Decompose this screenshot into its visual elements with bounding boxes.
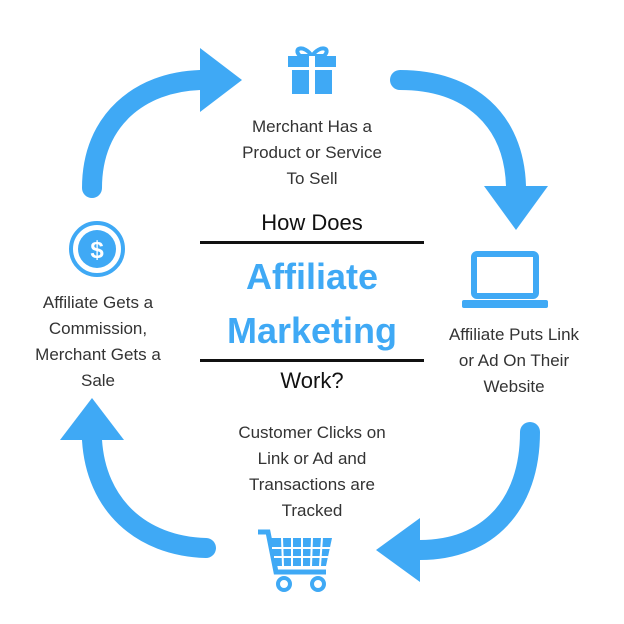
title-how-does: How Does [261,210,363,235]
title-top-rule [200,241,424,244]
gift-icon [288,46,336,94]
title-marketing: Marketing [226,310,398,351]
step-affiliate-gets-commission: Affiliate Gets a Commission, Merchant Ge… [35,293,161,390]
arrow-top-left [82,70,210,198]
step-customer-clicks: Customer Clicks on Link or Ad and Transa… [238,423,386,520]
dollar-coin-icon: $ [69,221,125,277]
title-affiliate: Affiliate [245,256,378,297]
arrowhead-top-left [200,48,242,112]
arrow-top-right [390,70,526,196]
laptop-icon [462,251,548,308]
title-bottom-rule [200,359,424,362]
arrowhead-bottom-right [376,518,420,582]
arrow-bottom-left [82,430,216,558]
step-merchant-has-product: Merchant Has a Product or Service To Sel… [242,117,382,188]
arrow-bottom-right [410,422,540,560]
shopping-cart-icon [258,529,332,592]
step-affiliate-puts-link: Affiliate Puts Link or Ad On Their Websi… [448,325,580,396]
arrowhead-top-right [484,186,548,230]
arrowhead-bottom-left [60,398,124,440]
svg-text:$: $ [90,237,104,264]
title-work: Work? [280,368,344,393]
